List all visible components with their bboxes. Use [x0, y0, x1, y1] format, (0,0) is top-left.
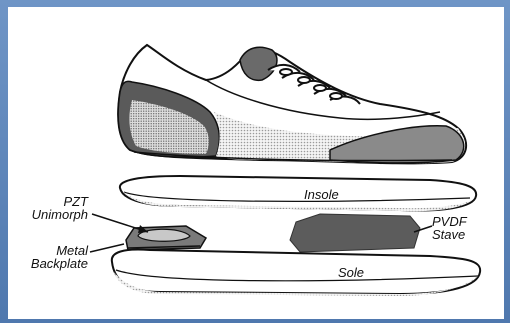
- pvdf-label-line2: Stave: [432, 228, 482, 241]
- shoe-upper: [118, 45, 466, 163]
- pzt-unimorph: [126, 226, 206, 250]
- metal-label-line2: Backplate: [20, 257, 88, 270]
- metal-backplate-label: Metal Backplate: [20, 244, 88, 270]
- pvdf-label: PVDF Stave: [432, 215, 482, 241]
- insole-label: Insole: [304, 187, 339, 202]
- sole-label: Sole: [338, 265, 364, 280]
- pvdf-stave: [290, 214, 420, 252]
- pzt-label: PZT Unimorph: [20, 195, 88, 221]
- pzt-label-line2: Unimorph: [20, 208, 88, 221]
- sole-layer: [112, 250, 480, 297]
- insole-layer: [120, 176, 476, 211]
- metal-arrow: [90, 244, 124, 252]
